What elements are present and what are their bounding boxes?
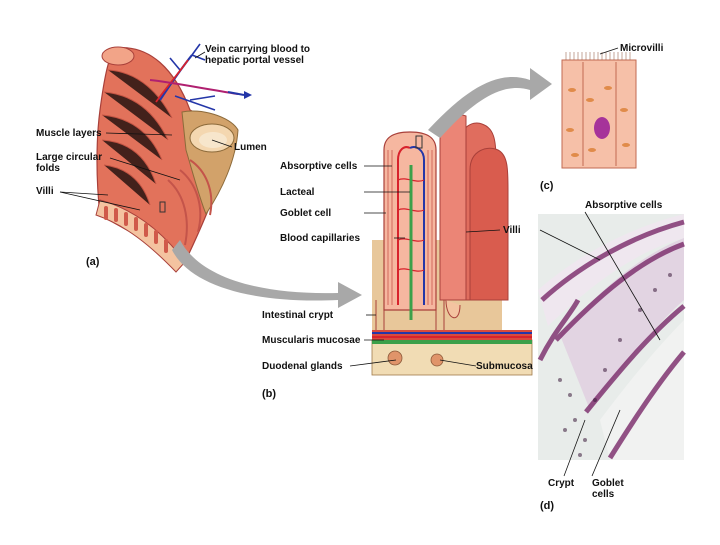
villus-section-illustration (371, 114, 533, 376)
connector-arrows (172, 68, 552, 308)
arrow-to-panel-b (172, 240, 362, 308)
label-absorptive-cells-b: Absorptive cells (280, 161, 358, 172)
absorptive-cell-illustration (561, 52, 637, 169)
label-duodenal-glands: Duodenal glands (262, 361, 343, 372)
label-muscularis-mucosae: Muscularis mucosae (262, 335, 361, 346)
label-lacteal: Lacteal (280, 187, 315, 198)
label-intestinal-crypt: Intestinal crypt (262, 310, 334, 321)
panel-label-b: (b) (262, 388, 277, 400)
panel-label-d: (d) (540, 500, 555, 512)
label-microvilli: Microvilli (620, 43, 664, 54)
label-crypt: Crypt (548, 478, 575, 489)
label-large-circular-folds: Large circular folds (36, 152, 103, 174)
label-absorptive-cells-d: Absorptive cells (585, 200, 663, 211)
label-vein: Vein carrying blood to hepatic portal ve… (205, 44, 311, 66)
label-lumen: Lumen (234, 142, 267, 153)
panel-label-c: (c) (540, 180, 554, 192)
leader-lines (59, 47, 661, 477)
label-goblet-cell: Goblet cell (280, 208, 332, 219)
intestine-segment-illustration (95, 43, 252, 273)
label-muscle-layers: Muscle layers (36, 128, 102, 139)
label-submucosa: Submucosa (476, 361, 533, 372)
label-goblet-cells: Goblet cells (592, 478, 624, 500)
label-blood-capillaries: Blood capillaries (280, 233, 361, 244)
label-villi-a: Villi (36, 186, 54, 197)
panel-label-a: (a) (86, 256, 100, 268)
histology-micrograph (537, 214, 686, 460)
arrow-to-panel-c (428, 68, 552, 138)
label-villi-b: Villi (503, 225, 521, 236)
